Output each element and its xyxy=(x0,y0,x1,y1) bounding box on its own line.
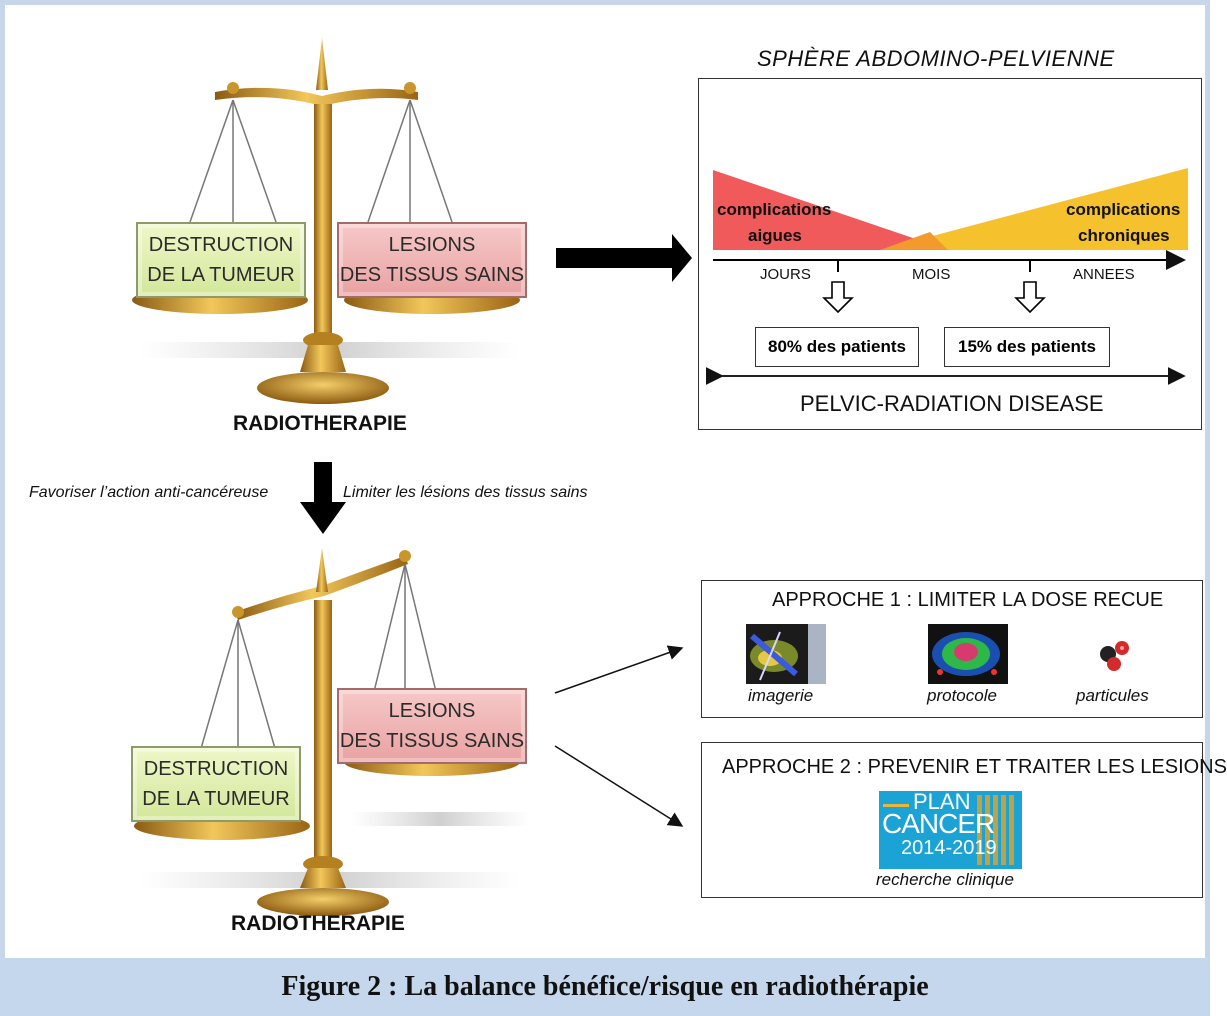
chronic-label-line1: complications xyxy=(1066,200,1181,219)
top-plate-healthy-tissue-lesions: LESIONS DES TISSUS SAINS xyxy=(337,222,527,298)
stat-box-80: 80% des patients xyxy=(755,327,919,367)
plate-text-line1: LESIONS xyxy=(388,700,476,722)
beam-end-right xyxy=(404,82,416,94)
favor-anticancer-text: Favoriser l’action anti-cancéreuse xyxy=(29,484,269,501)
bottom-plate-healthy-tissue-lesions: LESIONS DES TISSUS SAINS xyxy=(337,688,527,764)
figure-caption: Figure 2 : La balance bénéfice/risque en… xyxy=(0,958,1210,1016)
plate-text-line1: DESTRUCTION xyxy=(143,758,289,780)
logo-bar xyxy=(883,804,909,807)
axis-label-years: ANNEES xyxy=(1073,266,1135,283)
arrow-to-approach1 xyxy=(554,645,684,694)
approach2-title: APPROCHE 2 : PREVENIR ET TRAITER LES LES… xyxy=(722,756,1227,778)
approach1-item-imaging: imagerie xyxy=(748,686,814,705)
panel-title: SPHÈRE ABDOMINO-PELVIENNE xyxy=(757,46,1115,71)
approach1-item-protocol: protocole xyxy=(927,686,997,705)
bottom-plate-tumor-destruction: DESTRUCTION DE LA TUMEUR xyxy=(131,746,301,822)
scale-beam xyxy=(215,87,418,106)
acute-wedge xyxy=(713,170,948,250)
plate-text-line2: DES TISSUS SAINS xyxy=(339,730,525,752)
arrow-to-approach2 xyxy=(554,745,684,827)
top-left-chains xyxy=(189,99,277,223)
logo-years-text: 2014-2019 xyxy=(901,837,997,859)
disease-label: PELVIC-RADIATION DISEASE xyxy=(800,391,1104,416)
plate-text-line2: DE LA TUMEUR xyxy=(142,788,290,810)
down-arrow-right xyxy=(1014,281,1046,314)
big-right-arrow xyxy=(556,234,692,282)
scale-spire xyxy=(316,38,328,90)
axis-label-days: JOURS xyxy=(760,266,811,283)
particles-icon xyxy=(1100,641,1129,671)
approach2-item-clinical-research: recherche clinique xyxy=(876,870,1014,889)
logo-cancer-text: CANCER xyxy=(882,808,995,839)
bottom-radiotherapy-label: RADIOTHERAPIE xyxy=(231,912,405,935)
limit-lesions-text: Limiter les lésions des tissus sains xyxy=(343,484,588,501)
plate-text-line2: DES TISSUS SAINS xyxy=(339,264,525,286)
chronic-label-line2: chroniques xyxy=(1078,226,1170,245)
top-plate-tumor-destruction: DESTRUCTION DE LA TUMEUR xyxy=(136,222,306,298)
acute-label-line1: complications xyxy=(717,200,832,219)
acute-label-line2: aigues xyxy=(748,226,802,245)
plate-text-line1: LESIONS xyxy=(388,234,476,256)
imaging-icon xyxy=(746,624,826,684)
plan-cancer-logo: PLAN CANCER 2014-2019 xyxy=(879,791,1022,869)
beam-end-left xyxy=(227,82,239,94)
chronic-wedge xyxy=(880,168,1188,250)
logo-figures xyxy=(977,795,1017,865)
top-radiotherapy-label: RADIOTHERAPIE xyxy=(233,412,407,435)
axis-label-months: MOIS xyxy=(912,266,951,283)
logo-plan-text: PLAN xyxy=(913,789,971,814)
plate-text-line1: DESTRUCTION xyxy=(148,234,294,256)
approach1-item-particles: particules xyxy=(1076,686,1149,705)
plate-text-line2: DE LA TUMEUR xyxy=(147,264,295,286)
top-right-chains xyxy=(367,99,453,223)
down-arrow-left xyxy=(822,281,854,314)
approach1-title: APPROCHE 1 : LIMITER LA DOSE RECUE xyxy=(772,589,1164,611)
overlap-wedge xyxy=(880,232,948,250)
big-down-arrow xyxy=(300,462,346,534)
scale-column xyxy=(314,104,332,334)
scale-base xyxy=(257,372,389,404)
protocol-icon xyxy=(928,624,1008,684)
stat-box-15: 15% des patients xyxy=(944,327,1110,367)
